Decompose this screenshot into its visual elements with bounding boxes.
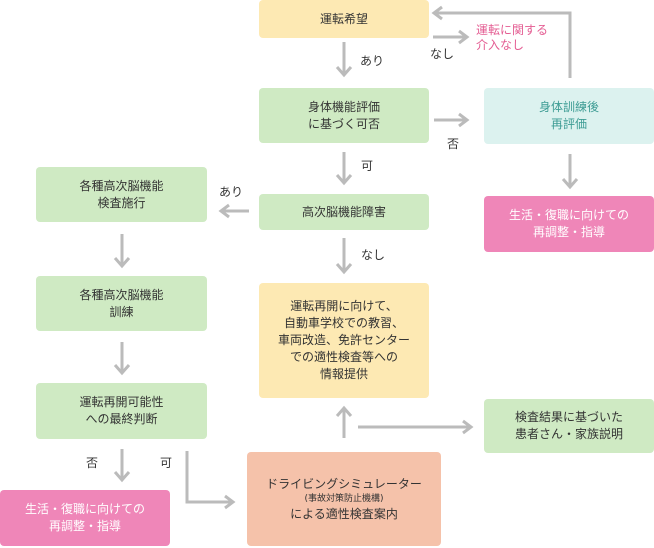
node-text: 各種高次脳機能 [79, 178, 164, 193]
node-text: 検査結果に基づいた [514, 410, 623, 424]
node-text: 身体機能評価 [307, 99, 380, 114]
node-text: 高次脳機能障害 [301, 204, 386, 219]
label-hi-2: 否 [86, 456, 99, 470]
node-adjust-top: 生活・復職に向けての 再調整・指導 [484, 196, 654, 252]
arrow-judgment-to-adjust [113, 449, 131, 483]
node-text: 患者さん・家族説明 [514, 427, 623, 441]
node-text: への最終判断 [85, 412, 158, 426]
node-text: 各種高次脳機能 [79, 287, 164, 302]
node-text: 運転再開に向けて、 [290, 299, 398, 313]
label-hi-1: 否 [447, 137, 460, 151]
arrow-training-to-judgment [113, 342, 131, 376]
label-text: 介入なし [476, 38, 525, 52]
node-physical-eval: 身体機能評価 に基づく可否 [259, 88, 429, 143]
label-text: 運転に関する [476, 23, 549, 37]
node-higher-dysfunction: 高次脳機能障害 [259, 194, 429, 230]
node-driving-wish: 運転希望 [259, 0, 429, 38]
node-text: に基づく可否 [307, 116, 380, 131]
node-text: 車両改造、免許センター [277, 333, 410, 347]
arrow-wish-to-no-intervention [433, 29, 470, 45]
node-text: 自動車学校での教習、 [283, 316, 404, 330]
node-text: での適性検査等への [289, 350, 398, 364]
node-text: ドライビングシミュレーター [266, 476, 422, 491]
arrow-wish-to-eval [335, 42, 353, 78]
node-explain: 検査結果に基づいた 患者さん・家族説明 [484, 399, 654, 453]
label-no-intervention: 運転に関する 介入なし [476, 23, 548, 53]
arrow-dysfunction-to-info [335, 238, 353, 275]
arrow-to-explain [358, 419, 474, 435]
node-text: 運転再開可能性 [79, 395, 164, 409]
node-text: 訓練 [109, 304, 134, 319]
node-text: 再評価 [550, 117, 587, 131]
arrow-tests-to-training [113, 234, 131, 269]
node-text: 情報提供 [319, 367, 368, 381]
label-ka-2: 可 [160, 456, 173, 470]
arrow-simulator-to-info [335, 405, 353, 438]
label-nashi-1: なし [430, 47, 455, 61]
node-retrain-eval: 身体訓練後 再評価 [484, 88, 654, 144]
node-text: による適性検査案内 [290, 506, 398, 521]
node-text: 検査施行 [97, 195, 146, 210]
node-text: 再調整・指導 [48, 519, 121, 533]
node-text: 運転希望 [319, 11, 368, 26]
node-adjust-bottom: 生活・復職に向けての 再調整・指導 [0, 490, 170, 546]
arrow-eval-to-retrain [434, 112, 470, 128]
label-ka-1: 可 [361, 159, 374, 173]
node-tests: 各種高次脳機能 検査施行 [36, 167, 207, 222]
arrow-dysfunction-to-tests [218, 203, 249, 219]
arrow-judgment-to-simulator [185, 451, 236, 510]
node-final-judgment: 運転再開可能性 への最終判断 [36, 383, 207, 439]
arrow-eval-to-dysfunction [335, 152, 353, 186]
label-nashi-2: なし [361, 248, 386, 262]
node-simulator: ドライビングシミュレーター (事故対策防止機構) による適性検査案内 [247, 452, 441, 546]
node-text: 生活・復職に向けての [508, 208, 629, 222]
arrow-retrain-to-adjust [561, 154, 579, 190]
label-ari-2: あり [219, 185, 244, 199]
node-training: 各種高次脳機能 訓練 [36, 276, 207, 331]
node-note: (事故対策防止機構) [304, 493, 384, 504]
node-info: 運転再開に向けて、 自動車学校での教習、 車両改造、免許センター での適性検査等… [259, 283, 429, 398]
node-text: 再調整・指導 [532, 225, 605, 239]
label-ari-1: あり [360, 54, 385, 68]
node-text: 生活・復職に向けての [24, 502, 145, 516]
node-text: 身体訓練後 [538, 100, 599, 114]
